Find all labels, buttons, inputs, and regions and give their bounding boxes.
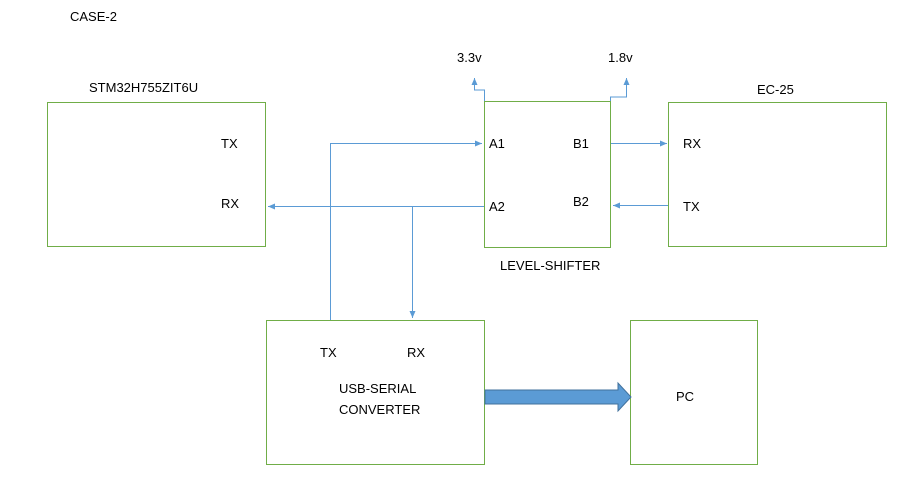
ec25-box (668, 102, 887, 247)
usb-serial-title-line2: CONVERTER (339, 402, 420, 417)
usb-serial-box (266, 320, 485, 465)
usb-to-pc-arrow (484, 381, 632, 413)
case-title: CASE-2 (70, 9, 117, 24)
ec25-title: EC-25 (757, 82, 794, 97)
level-shifter-block: A1 A2 B1 B2 LEVEL-SHIFTER 3.3v 1.8v (457, 50, 633, 273)
supply-1v8-label: 1.8v (608, 50, 633, 65)
pc-block: PC (630, 320, 758, 465)
mcu-box (47, 102, 266, 247)
usb-tx-to-a1-wire (330, 140, 482, 320)
level-shifter-b1-label: B1 (573, 136, 589, 151)
supply-3v3-arrow (471, 78, 485, 101)
level-shifter-b2-label: B2 (573, 194, 589, 209)
mcu-tx-label: TX (221, 136, 238, 151)
ec25-block: EC-25 RX TX (668, 82, 887, 247)
ec25-rx-label: RX (683, 136, 701, 151)
pc-box (630, 320, 758, 465)
usb-serial-tx-label: TX (320, 345, 337, 360)
usb-serial-title-line1: USB-SERIAL (339, 381, 416, 396)
mcu-title: STM32H755ZIT6U (89, 80, 198, 95)
usb-serial-block: TX RX USB-SERIAL CONVERTER (266, 320, 485, 465)
mcu-rx-label: RX (221, 196, 239, 211)
supply-3v3-label: 3.3v (457, 50, 482, 65)
ec25-tx-label: TX (683, 199, 700, 214)
level-shifter-a2-label: A2 (489, 199, 505, 214)
level-shifter-a1-label: A1 (489, 136, 505, 151)
usb-serial-rx-label: RX (407, 345, 425, 360)
pc-title: PC (676, 389, 694, 404)
level-shifter-title: LEVEL-SHIFTER (500, 258, 600, 273)
supply-1v8-arrow (610, 78, 630, 101)
level-shifter-box (484, 101, 611, 248)
mcu-block: STM32H755ZIT6U TX RX (47, 80, 266, 247)
